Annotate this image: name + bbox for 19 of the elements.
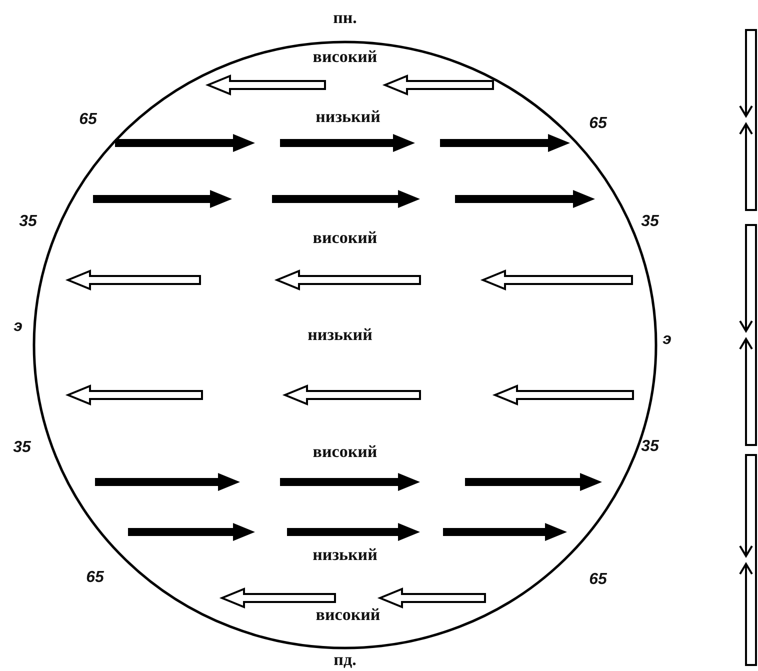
latitude-label: 35	[19, 213, 37, 231]
pole-label: пд.	[334, 650, 356, 670]
latitude-label: 65	[86, 569, 104, 587]
pressure-belt-label: високий	[316, 605, 380, 625]
latitude-label: э	[14, 318, 22, 336]
pressure-belt-label: високий	[312, 47, 378, 67]
latitude-label: 65	[589, 571, 607, 589]
pressure-belt-label: низький	[312, 545, 378, 565]
latitude-label: 65	[79, 111, 97, 129]
latitude-label: 65	[589, 115, 607, 133]
latitude-label: 35	[13, 439, 31, 457]
latitude-label: э	[662, 331, 672, 349]
pressure-belt-label: низький	[316, 107, 380, 127]
latitude-label: 35	[641, 438, 659, 456]
pole-label: пн.	[333, 8, 357, 28]
pressure-belt-label: низький	[308, 325, 372, 345]
pressure-belt-label: високий	[312, 228, 378, 248]
latitude-label: 35	[641, 213, 659, 231]
pressure-belt-label: високий	[312, 442, 378, 462]
